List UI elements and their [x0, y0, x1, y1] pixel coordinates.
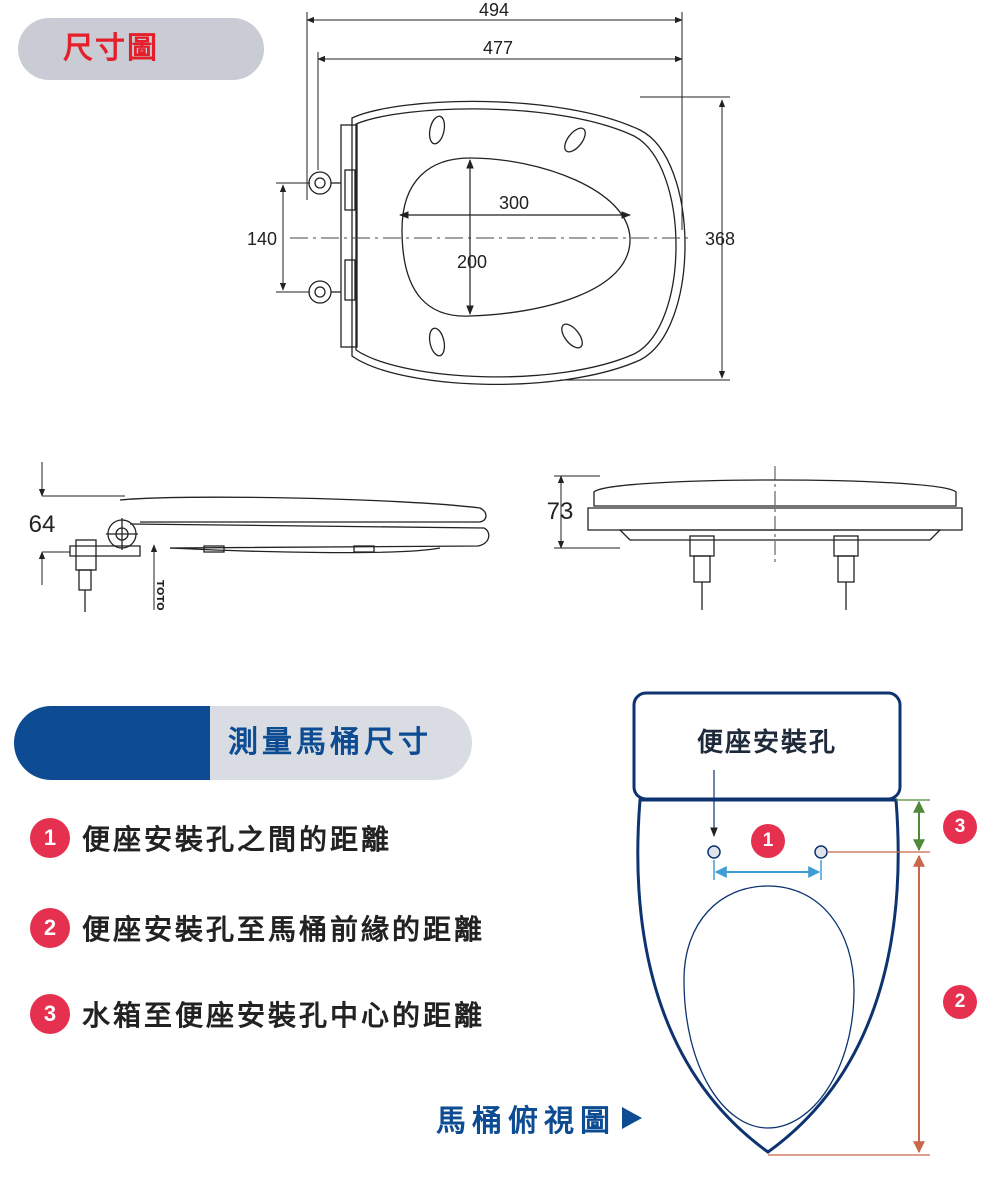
marker-3: 3 — [943, 810, 977, 844]
measure-banner-accent — [14, 706, 214, 780]
measure-title: 測量馬桶尺寸 — [228, 725, 432, 760]
measure-banner: 測量馬桶尺寸 — [14, 706, 472, 780]
dim-length: 368 — [705, 229, 735, 249]
seat-front-view — [587, 479, 963, 610]
brand-mark: TOTO — [154, 580, 165, 611]
step-3: 3 水箱至便座安裝孔中心的距離 — [30, 992, 485, 1036]
dim-opening-length: 300 — [499, 193, 529, 213]
topview-label-text: 馬桶俯視圖 — [436, 1104, 616, 1139]
dim-front-height: 73 — [547, 498, 574, 525]
dim-opening-width: 200 — [457, 252, 487, 272]
dim-width-outer: 494 — [479, 0, 509, 20]
tank-label: 便座安裝孔 — [696, 728, 837, 758]
topview-label: 馬桶俯視圖 — [436, 1094, 642, 1142]
toilet-illustration — [632, 691, 930, 1156]
marker-2: 2 — [943, 985, 977, 1019]
play-arrow-icon — [622, 1107, 642, 1129]
seat-side-view — [69, 496, 490, 612]
step-2: 2 便座安裝孔至馬桶前緣的距離 — [30, 906, 485, 950]
step-2-label: 便座安裝孔至馬桶前緣的距離 — [82, 913, 486, 946]
dimension-title-pill: 尺寸圖 — [18, 18, 264, 80]
dim-bolt-spacing: 140 — [247, 229, 277, 249]
step-1-label: 便座安裝孔之間的距離 — [82, 823, 393, 856]
dim-side-height: 64 — [29, 511, 56, 538]
dimension-title: 尺寸圖 — [63, 31, 159, 66]
step-3-badge: 3 — [30, 994, 70, 1034]
dim-width-inner: 477 — [483, 38, 513, 58]
measure-banner-body: 測量馬桶尺寸 — [210, 706, 472, 780]
step-3-label: 水箱至便座安裝孔中心的距離 — [82, 999, 486, 1032]
seat-top-view — [308, 100, 686, 385]
step-2-badge: 2 — [30, 908, 70, 948]
marker-1: 1 — [751, 824, 785, 858]
step-1-badge: 1 — [30, 818, 70, 858]
step-1: 1 便座安裝孔之間的距離 — [30, 816, 392, 860]
